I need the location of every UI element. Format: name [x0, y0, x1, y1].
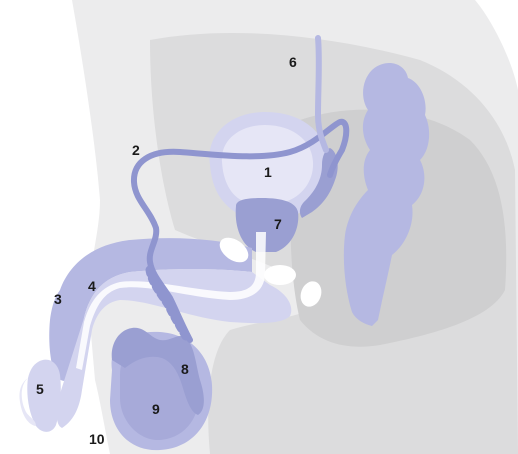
label-3: 3 [54, 291, 62, 307]
prepuce [19, 378, 36, 426]
glands [219, 237, 322, 307]
label-6: 6 [289, 54, 297, 70]
epididymis [111, 327, 204, 415]
label-9: 9 [152, 401, 160, 417]
testis-group [110, 327, 213, 451]
bladder-cavity [221, 125, 314, 202]
prostate [235, 198, 299, 252]
ureter [314, 35, 329, 153]
gland-mid [264, 265, 296, 285]
label-7: 7 [274, 216, 282, 232]
label-4: 4 [88, 278, 96, 294]
penis [19, 238, 292, 432]
rectum [343, 63, 430, 326]
rectum-body [343, 63, 430, 326]
label-8: 8 [181, 361, 189, 377]
label-10: 10 [89, 431, 105, 447]
label-5: 5 [36, 381, 44, 397]
vas-deferens-beads [145, 265, 191, 341]
gland-upper [219, 237, 249, 263]
label-2: 2 [132, 142, 140, 158]
bladder [209, 112, 329, 215]
label-1: 1 [264, 164, 272, 180]
seminal-vesicle [299, 148, 338, 218]
corpus-spongiosum [56, 269, 292, 428]
gland-right [300, 281, 322, 307]
corpus-cavernosum [49, 238, 252, 381]
glans [27, 359, 61, 432]
